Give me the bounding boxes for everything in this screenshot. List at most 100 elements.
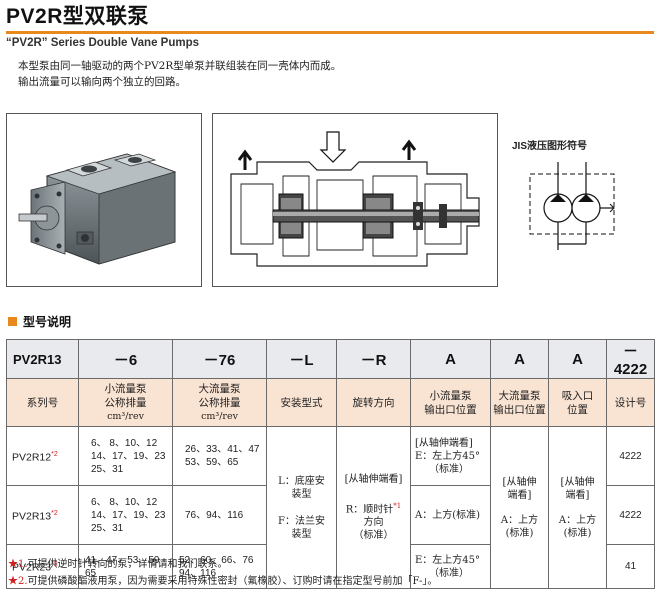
small-outlet-e1-std: （标准） xyxy=(429,463,469,475)
model-name-cell: PV2R23*2 xyxy=(6,544,79,589)
desc-row: 系列号 小流量泵 公称排量 cm³/rev 大流量泵 公称排量 cm³/rev … xyxy=(6,378,655,427)
desc-small-outlet: 小流量泵 输出口位置 xyxy=(410,378,491,427)
rotation-view: [从轴伸端看] xyxy=(344,473,403,485)
mount-f: F：法兰安 xyxy=(278,515,325,527)
code-small-disp: －6 xyxy=(78,339,173,379)
small-outlet-cell: E：左上方45° （标准） xyxy=(410,544,491,589)
code-rotation: －R xyxy=(336,339,411,379)
desc-series: 系列号 xyxy=(6,378,79,427)
large-disp-cell: 76、94、116 xyxy=(172,485,267,545)
suction-view-2: 端看] xyxy=(565,489,590,501)
note-mark: *1 xyxy=(393,501,402,510)
small-outlet-a: A：上方(标准) xyxy=(415,509,481,521)
small-outlet-view: [从轴伸端看] xyxy=(415,437,473,449)
model-code-heading: 型号说明 xyxy=(8,313,71,330)
code-small-outlet: A xyxy=(410,339,491,379)
large-outlet-a: A：上方 xyxy=(500,514,539,526)
small-disp-line: 25、31 xyxy=(91,463,124,475)
model-name-cell: PV2R13*2 xyxy=(6,485,79,545)
pump-image xyxy=(18,153,177,265)
outlet-arrow-left-icon xyxy=(237,149,253,170)
code-large-outlet: A xyxy=(490,339,549,379)
footnote-1-text: 可提供逆时针转向的泵，详情请和我们联系。 xyxy=(27,559,228,570)
desc-suction-2: 位置 xyxy=(567,403,588,416)
small-disp-line: 25、31 xyxy=(91,522,124,534)
design-cell: 41 xyxy=(606,544,655,589)
rotation-r: R：顺时针 xyxy=(345,504,394,516)
model-name-cell: PV2R12*2 xyxy=(6,426,79,486)
rotation-cell: [从轴伸端看] R：顺时针*1 方向 （标准） xyxy=(336,426,411,589)
code-suction: A xyxy=(548,339,607,379)
intro-line-2: 输出流量可以输向两个独立的回路。 xyxy=(18,76,186,88)
small-outlet-e1: E：左上方45° xyxy=(415,450,481,462)
desc-large-outlet: 大流量泵 输出口位置 xyxy=(490,378,549,427)
large-disp-line: 53、59、65 xyxy=(185,457,239,468)
model-name: PV2R12 xyxy=(12,451,52,464)
small-outlet-cell: A：上方(标准) xyxy=(410,485,491,545)
small-disp-line: 41、47、53、59 xyxy=(85,554,160,566)
intro-text: 本型泵由同一轴驱动的两个PV2R型单泵并联组装在同一壳体内而成。 输出流量可以输… xyxy=(18,58,341,90)
desc-design: 设计号 xyxy=(606,378,655,427)
code-large-disp: －76 xyxy=(172,339,267,379)
suction-view-1: [从轴伸 xyxy=(560,476,595,488)
rotation-r-line: R：顺时针*1 xyxy=(337,500,410,516)
small-disp-cell: 6、 8、10、12 14、17、19、23 25、31 xyxy=(78,426,173,486)
title-rule xyxy=(6,31,654,34)
small-disp-line: 6、 8、10、12 xyxy=(91,437,158,449)
double-pump-symbol-icon xyxy=(529,162,615,250)
jis-hydraulic-symbol xyxy=(528,160,618,257)
small-disp-line: 14、17、19、23 xyxy=(91,509,166,521)
desc-large-outlet-1: 大流量泵 xyxy=(498,389,541,402)
inlet-arrow-icon xyxy=(319,131,347,163)
suction-cell: [从轴伸 端看] A：上方 (标准) xyxy=(548,426,607,589)
code-row: PV2R13 －6 －76 －L －R A A A －4222 xyxy=(6,339,655,379)
suction-std: (标准) xyxy=(563,527,592,539)
pump-photo xyxy=(6,113,202,287)
large-disp-line: 52、60、66、76 xyxy=(179,554,254,566)
desc-small-disp-1: 小流量泵 xyxy=(104,382,147,395)
footnote-1: ★1.可提供逆时针转向的泵，详情请和我们联系。 xyxy=(8,556,437,573)
design-cell: 4222 xyxy=(606,426,655,486)
large-disp-line: 94、116 xyxy=(179,567,217,579)
page-title: PV2R型双联泵 xyxy=(6,5,149,28)
footnote-2-mark: ★2. xyxy=(8,576,28,587)
note-mark: *2 xyxy=(51,509,58,517)
small-outlet-e2: E：左上方45° xyxy=(415,554,481,566)
outlet-arrow-right-icon xyxy=(401,139,417,160)
table-row: PV2R12*2 6、 8、10、12 14、17、19、23 25、31 26… xyxy=(6,426,655,589)
note-mark: *2 xyxy=(51,450,58,458)
large-outlet-view-1: [从轴伸 xyxy=(502,476,537,488)
small-outlet-e2-std: （标准） xyxy=(429,567,469,579)
large-disp-cell: 26、33、41、47 53、59、65 xyxy=(172,426,267,486)
rotation-r-3: （标准） xyxy=(353,530,394,542)
small-disp-line: 14、17、19、23 xyxy=(91,450,166,462)
suction-a: A：上方 xyxy=(558,514,597,526)
large-outlet-std: (标准) xyxy=(505,527,534,539)
note-mark: *2 xyxy=(51,561,58,569)
model-code-table: PV2R13 －6 －76 －L －R A A A －4222 系列号 小流量泵… xyxy=(6,339,655,589)
large-disp-line: 26、33、41、47 xyxy=(185,444,260,455)
desc-large-disp-1: 大流量泵 xyxy=(198,382,241,395)
mount-l: L：底座安 xyxy=(278,475,325,487)
desc-suction-1: 吸入口 xyxy=(561,389,594,402)
mount-l-2: 装型 xyxy=(291,488,312,500)
code-series: PV2R13 xyxy=(6,339,79,379)
large-outlet-cell: [从轴伸 端看] A：上方 (标准) xyxy=(490,426,549,589)
desc-suction: 吸入口 位置 xyxy=(548,378,607,427)
footnotes: ★1.可提供逆时针转向的泵，详情请和我们联系。 ★2.可提供磷酸酯液用泵，因为需… xyxy=(8,556,437,590)
desc-small-disp: 小流量泵 公称排量 cm³/rev xyxy=(78,378,173,427)
model-name: PV2R23 xyxy=(12,561,52,574)
desc-rotation: 旋转方向 xyxy=(336,378,411,427)
design-cell: 4222 xyxy=(606,485,655,545)
rotation-r-2: 方向 xyxy=(363,517,384,529)
large-outlet-view-2: 端看] xyxy=(507,489,532,501)
large-disp-line: 76、94、116 xyxy=(185,509,244,521)
desc-mount: 安装型式 xyxy=(266,378,337,427)
large-disp-cell: 52、60、66、76 94、116 xyxy=(172,544,267,589)
title-block: PV2R型双联泵 “PV2R” Series Double Vane Pumps xyxy=(6,4,654,49)
desc-large-disp-unit: cm³/rev xyxy=(201,410,238,422)
table-row: PV2R23*2 41、47、53、59 65 52、60、66、76 94、1… xyxy=(6,544,655,589)
model-name: PV2R13 xyxy=(12,510,52,523)
small-disp-cell: 41、47、53、59 65 xyxy=(78,544,173,589)
small-outlet-cell: [从轴伸端看] E：左上方45° （标准） xyxy=(410,426,491,486)
